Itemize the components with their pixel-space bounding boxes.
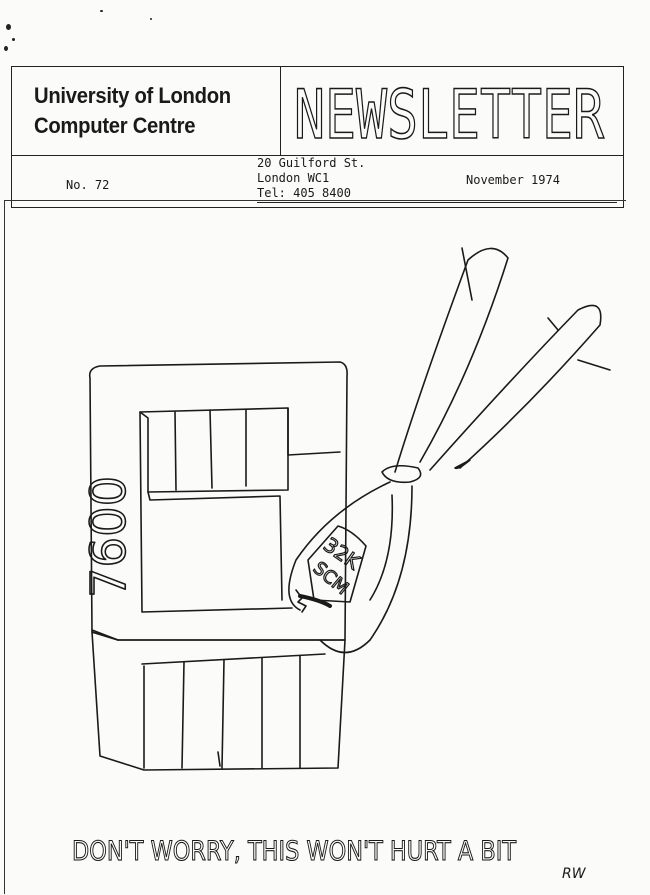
caption-text: DON'T WORRY, THIS WON'T HURT A BIT [72,836,516,867]
masthead-divider [280,67,281,156]
pliers-spring [454,459,471,470]
base-module-line [141,653,326,665]
scan-speck [6,24,11,30]
pliers-strap [577,359,611,371]
memory-tag [307,525,367,603]
inner-panel [139,411,293,613]
org-line-1: University of London [34,83,231,108]
artist-initials: RW [562,866,587,882]
pliers-jaw [288,481,391,611]
panel-slot-line [174,411,177,491]
address-line: 20 Guilford St. [257,156,366,170]
address-block: 20 Guilford St. London WC1 Tel: 405 8400 [257,156,365,201]
scan-speck [100,10,103,12]
panel-slot-line [209,409,213,489]
base-module-line [217,751,221,767]
cabinet-base [91,631,346,771]
masthead-top-band [12,67,623,156]
cartoon-frame [4,200,626,894]
issue-number: No. 72 [66,178,110,192]
inner-panel [287,407,341,456]
pliers-handle [429,304,602,471]
scan-speck [150,18,152,20]
cabinet-base-top [91,629,119,641]
cabinet-outline [88,361,348,641]
newsletter-title-text: NEWSLETTER [294,76,604,151]
cartoon-caption: DON'T WORRY, THIS WON'T HURT A BIT [71,835,517,867]
scan-speck [12,38,15,41]
tel-underline [257,202,617,203]
pliers-strap [461,247,473,301]
base-module-line [221,659,225,769]
initials-text: RW [562,866,587,882]
address-line: Tel: 405 8400 [257,186,351,200]
pliers-handle [394,247,509,473]
scan-speck [4,46,8,51]
organisation-name: University of London Computer Centre [34,81,231,141]
newsletter-title: NEWSLETTER [293,75,605,151]
base-module-line [181,661,185,769]
pliers-jaw [319,485,413,654]
pliers-strap [547,317,559,331]
address-line: London WC1 [257,171,330,185]
inner-panel [139,407,289,493]
jaw-shadow [298,594,332,608]
issue-date: November 1974 [466,173,560,187]
inner-panel [147,491,283,601]
masthead: University of London Computer Centre NEW… [11,66,624,208]
pliers-pivot [381,464,422,484]
org-line-2: Computer Centre [34,113,196,138]
pliers-jaw [369,494,394,601]
machine-label: 7600 [81,476,137,598]
